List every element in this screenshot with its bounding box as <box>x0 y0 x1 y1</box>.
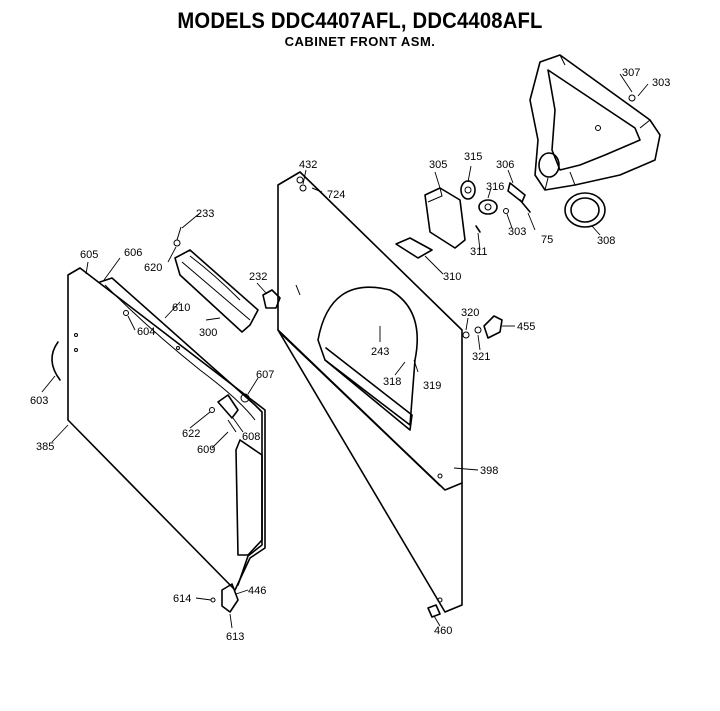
part-label-385: 385 <box>36 441 54 453</box>
part-label-316: 316 <box>486 181 504 193</box>
part-label-300: 300 <box>199 327 217 339</box>
part-label-243: 243 <box>371 346 389 358</box>
part-label-303: 303 <box>652 77 670 89</box>
part-label-232: 232 <box>249 271 267 283</box>
diagram-subtitle: CABINET FRONT ASM. <box>284 34 436 49</box>
part-label-315: 315 <box>464 151 482 163</box>
part-label-305: 305 <box>429 159 447 171</box>
part-label-605: 605 <box>80 249 98 261</box>
part-label-398: 398 <box>480 465 498 477</box>
blower-housing-part <box>529 54 661 191</box>
part-label-306: 306 <box>496 159 514 171</box>
door-handle-part <box>51 341 61 381</box>
part-label-620: 620 <box>144 262 162 274</box>
part-label-310: 310 <box>443 271 461 283</box>
part-label-613: 613 <box>226 631 244 643</box>
part-label-609: 609 <box>197 444 215 456</box>
part-label-604: 604 <box>137 326 155 338</box>
duct-part <box>424 187 466 249</box>
filter-part <box>395 237 433 259</box>
diagram-title: MODELS DDC4407AFL, DDC4408AFL <box>177 8 543 33</box>
part-label-603: 603 <box>30 395 48 407</box>
part-label-75: 75 <box>541 234 553 246</box>
knob-part <box>262 289 281 309</box>
part-label-614: 614 <box>173 593 191 605</box>
part-label-432: 432 <box>299 159 317 171</box>
hinge-parts <box>210 583 239 613</box>
part-label-606: 606 <box>124 247 142 259</box>
part-label-320: 320 <box>461 307 479 319</box>
part-label-308: 308 <box>597 235 615 247</box>
part-label-608: 608 <box>242 431 260 443</box>
part-label-610: 610 <box>172 302 190 314</box>
seal-ring-part <box>564 192 606 228</box>
door-latch-parts <box>209 393 250 433</box>
leveling-leg-part <box>427 604 441 618</box>
part-label-321: 321 <box>472 351 490 363</box>
part-label-622: 622 <box>182 428 200 440</box>
part-label-455: 455 <box>517 321 535 333</box>
part-label-318: 318 <box>383 376 401 388</box>
part-label-311: 311 <box>470 246 488 258</box>
part-label-303: 303 <box>508 226 526 238</box>
part-label-446: 446 <box>248 585 266 597</box>
part-label-319: 319 <box>423 380 441 392</box>
part-label-724: 724 <box>327 189 345 201</box>
part-label-460: 460 <box>434 625 452 637</box>
lint-filter-part <box>174 249 259 333</box>
mounting-bracket-parts <box>462 315 503 339</box>
door-panel-part <box>67 267 266 591</box>
part-label-607: 607 <box>256 369 274 381</box>
front-panel-part <box>277 171 463 613</box>
part-label-307: 307 <box>622 67 640 79</box>
part-label-233: 233 <box>196 208 214 220</box>
